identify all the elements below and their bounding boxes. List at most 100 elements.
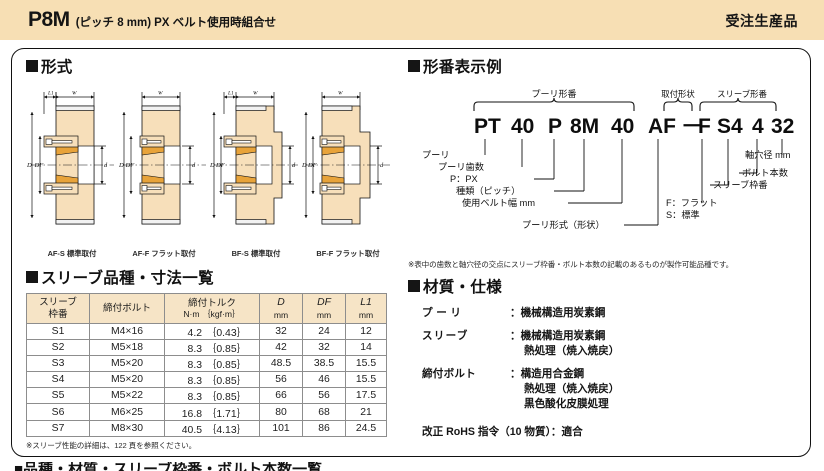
made-to-order-badge: 受注生産品 [725,13,798,29]
svg-text:8M: 8M [570,115,599,138]
svg-text:W: W [338,91,343,97]
product-belt-note: PX ベルト使用時組合せ [154,17,277,29]
svg-text:DF: DF [125,162,136,169]
svg-text:W: W [72,91,77,97]
page-header-band: P8M (ピッチ 8 mm) PX ベルト使用時組合せ 受注生産品 [0,0,824,40]
rohs-compliance-text: 改正 RoHS 指令（10 物質）：適合 [422,426,583,439]
svg-text:AF: AF [648,115,676,138]
table-row: S2 M5×18 8.3｛0.85｝ 42 32 14 [26,339,387,357]
cell-d: 42 [259,339,303,357]
svg-text:プーリ形式（形状）: プーリ形式（形状） [522,219,605,230]
cell-l1: 17.5 [345,387,387,405]
svg-text:P: P [548,115,562,138]
cell-bolt: M8×30 [89,419,165,437]
table-row: S6 M6×25 16.8｛1.71｝ 80 68 21 [26,403,387,421]
cell-frame: S2 [26,339,90,357]
col-header-l1: L1 mm [345,293,387,324]
svg-text:スリーブ枠番: スリーブ枠番 [713,179,768,190]
section-heading-partnumber-label: 形番表示例 [423,59,503,76]
svg-text:d: d [380,162,384,169]
cell-d: 56 [259,371,303,389]
material-key: 締付ボルト [422,368,476,381]
svg-text:S：標準: S：標準 [666,209,700,220]
section-heading-partnumber: 形番表示例 [408,55,800,77]
material-spec-list: プーリ ：機械構造用炭素鋼 スリーブ ：機械構造用炭素鋼 熱処理（焼入焼戻） 締… [422,306,800,412]
svg-text:4: 4 [752,115,764,138]
svg-text:W: W [158,91,163,97]
svg-text:P：PX: P：PX [450,174,478,184]
cell-frame: S7 [26,419,90,437]
svg-text:d: d [192,162,196,169]
svg-text:種類（ピッチ）: 種類（ピッチ） [456,186,520,196]
figure-bf-f: W [302,84,394,259]
cell-torque: 16.8｛1.71｝ [164,403,260,421]
material-item-pulley: プーリ ：機械構造用炭素鋼 [422,306,800,321]
table-row: S5 M5×22 8.3｛0.85｝ 66 56 17.5 [26,387,387,405]
table-row: S1 M4×16 4.2｛0.43｝ 32 24 12 [26,322,387,341]
right-column: 形番表示例 プーリ形番 取付形状 スリーブ形番 PT [408,55,800,439]
col-header-df: DF mm [302,293,346,324]
section-heading-sleeve-label: スリーブ品種・寸法一覧 [41,270,214,287]
cell-torque: 8.3｛0.85｝ [164,387,260,405]
figure-bf-s: L1 W [210,84,302,259]
cell-df: 68 [302,403,346,421]
table-row: S7 M8×30 40.5｛4.13｝ 101 86 24.5 [26,419,387,437]
svg-text:軸穴径 mm: 軸穴径 mm [745,149,791,160]
svg-text:プーリ歯数: プーリ歯数 [438,161,484,172]
product-code: P8M [28,8,70,31]
cell-df: 24 [302,322,346,341]
svg-text:ボルト本数: ボルト本数 [742,167,788,178]
cell-l1: 15.5 [345,355,387,373]
section-heading-type-label: 形式 [41,59,73,76]
partnumber-footnote: ※表中の歯数と軸穴径の交点にスリーブ枠番・ボルト本数の記載のあるものが製作可能品… [408,260,734,269]
figure-bf-f-caption: BF-F フラット取付 [316,249,380,258]
cell-bolt: M6×25 [89,403,165,421]
material-value: ：機械構造用炭素鋼 [510,307,606,319]
cell-torque: 40.5｛4.13｝ [164,419,260,437]
cell-df: 56 [302,387,346,405]
material-value: ：構造用合金鋼 [510,368,585,381]
svg-text:D: D [302,162,307,169]
material-value: ：機械構造用炭素鋼 [510,330,606,343]
next-section-heading-partial: ■品種・材質・スリーブ枠番・ボルト本数一覧 [14,462,323,471]
figure-bf-s-caption: BF-S 標準取付 [231,249,281,258]
svg-text:－: － [681,115,702,138]
svg-text:D: D [210,162,215,169]
svg-text:32: 32 [771,115,794,138]
cell-l1: 24.5 [345,419,387,437]
section-heading-sleeve: スリーブ品種・寸法一覧 [26,266,396,288]
svg-text:使用ベルト幅 mm: 使用ベルト幅 mm [462,197,535,208]
figure-af-f-caption: AF-F フラット取付 [132,249,196,258]
cell-bolt: M5×22 [89,387,165,405]
cell-d: 48.5 [259,355,303,373]
cell-torque: 8.3｛0.85｝ [164,355,260,373]
svg-text:PT: PT [474,115,501,138]
part-number-diagram: プーリ形番 取付形状 スリーブ形番 PT 40 P 8M 40 AF － F S… [408,85,800,257]
col-header-d: D mm [259,293,303,324]
cell-df: 38.5 [302,355,346,373]
svg-text:DF: DF [34,162,45,169]
svg-text:L1: L1 [47,91,54,97]
cell-torque: 4.2｛0.43｝ [164,322,260,341]
sleeve-dimension-table: スリーブ 枠番 締付ボルト 締付トルク N·m ｛kgf·m｝ D mm [26,293,387,437]
cell-l1: 12 [345,322,387,341]
svg-text:40: 40 [611,115,634,138]
cell-l1: 14 [345,339,387,357]
table-row: S4 M5×20 8.3｛0.85｝ 56 46 15.5 [26,371,387,389]
col-header-bolt: 締付ボルト [89,293,165,324]
section-heading-material-label: 材質・仕様 [423,279,503,296]
svg-text:F：フラット: F：フラット [666,198,718,208]
cell-df: 46 [302,371,346,389]
cell-frame: S6 [26,403,90,421]
section-heading-type: 形式 [26,55,396,77]
cell-frame: S3 [26,355,90,373]
sleeve-table-footnote: ※スリーブ性能の詳細は、122 頁を参照ください。 [26,440,197,450]
cell-torque: 8.3｛0.85｝ [164,339,260,357]
figure-af-s-caption: AF-S 標準取付 [47,249,97,258]
cell-bolt: M5×20 [89,371,165,389]
cell-d: 66 [259,387,303,405]
material-subvalue: 熱処理（焼入焼戻） [524,383,620,396]
cell-l1: 15.5 [345,371,387,389]
material-subvalue: 熱処理（焼入焼戻） [524,345,620,358]
